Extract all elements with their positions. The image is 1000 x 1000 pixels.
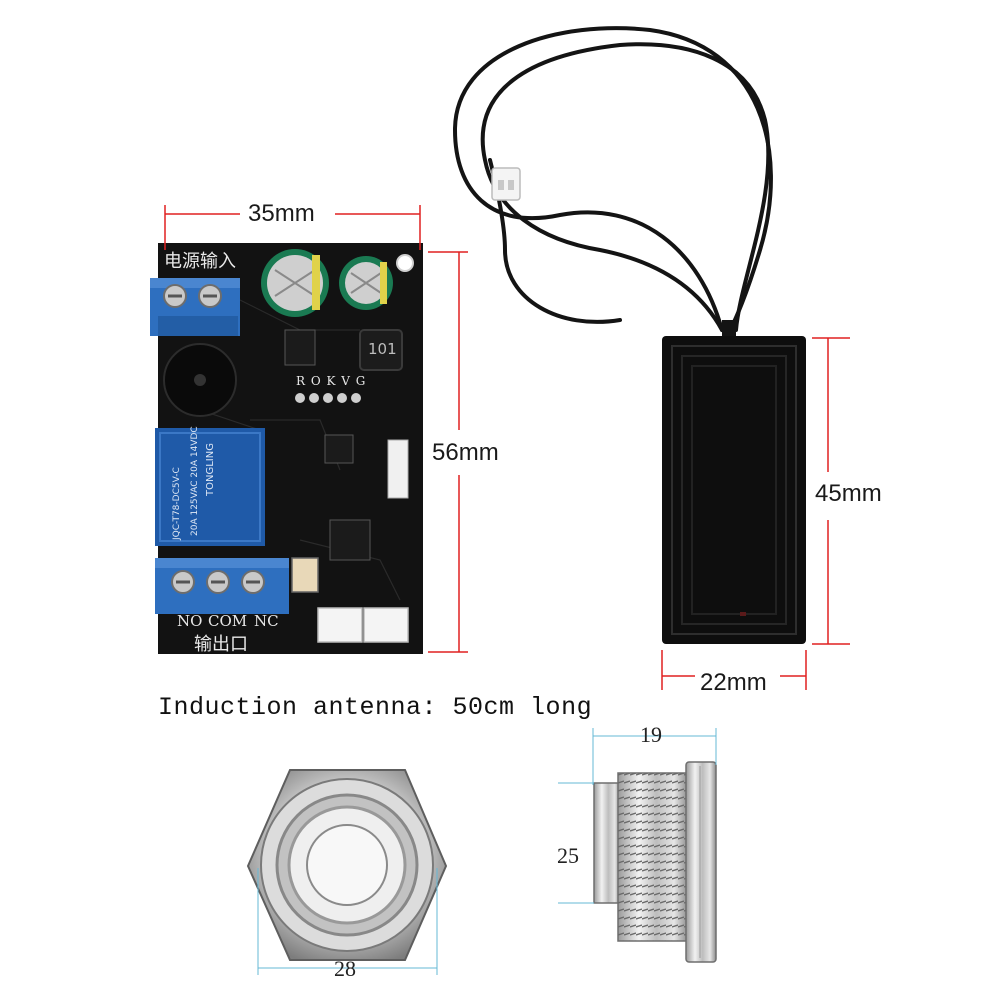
buzzer xyxy=(163,343,237,417)
capacitor-1 xyxy=(261,249,329,317)
cable-connector xyxy=(491,167,521,201)
part-dimension-lines xyxy=(257,728,717,975)
dimension-lines xyxy=(164,205,850,690)
header-pins xyxy=(295,393,361,403)
relay-rating: 20A 125VAC 20A 14VDC xyxy=(190,426,200,536)
terminal-no-label: NO xyxy=(177,612,203,630)
jst-socket-1 xyxy=(317,607,363,643)
antenna-caption: Induction antenna: 50cm long xyxy=(158,693,593,722)
inductor xyxy=(359,329,403,371)
power-terminal-block xyxy=(150,278,240,336)
controller-pcb xyxy=(150,243,423,654)
side-connector xyxy=(387,439,409,499)
relay-model: JQC-T78-DC5V-C xyxy=(172,467,182,540)
capacitor-2 xyxy=(339,256,393,310)
pad-width-label: 22mm xyxy=(700,669,767,696)
pad-height-label: 45mm xyxy=(815,480,882,507)
tact-switch xyxy=(291,557,319,593)
header-pins-label: R O K V G xyxy=(296,374,367,388)
antenna-pad xyxy=(662,320,806,644)
board-width-label: 35mm xyxy=(248,200,315,227)
output-port-label: 输出口 xyxy=(194,634,248,655)
side-length-label: 19 xyxy=(640,722,662,747)
power-input-label: 电源输入 xyxy=(164,251,236,272)
mcu-chip xyxy=(329,519,371,561)
sensor-chip xyxy=(324,434,354,464)
ic-chip xyxy=(284,329,316,366)
terminal-com-label: COM xyxy=(208,612,248,630)
jst-socket-2 xyxy=(363,607,409,643)
relay-brand: TONGLING xyxy=(205,443,216,496)
relay xyxy=(155,428,265,546)
front-diameter-label: 28 xyxy=(334,956,356,981)
button-front-view xyxy=(246,769,448,961)
side-diameter-label: 25 xyxy=(557,843,579,868)
board-height-label: 56mm xyxy=(432,439,499,466)
terminal-nc-label: NC xyxy=(254,612,279,630)
inductor-marking: 101 xyxy=(368,340,397,358)
output-terminal-block xyxy=(155,558,289,614)
button-side-view xyxy=(593,761,717,963)
